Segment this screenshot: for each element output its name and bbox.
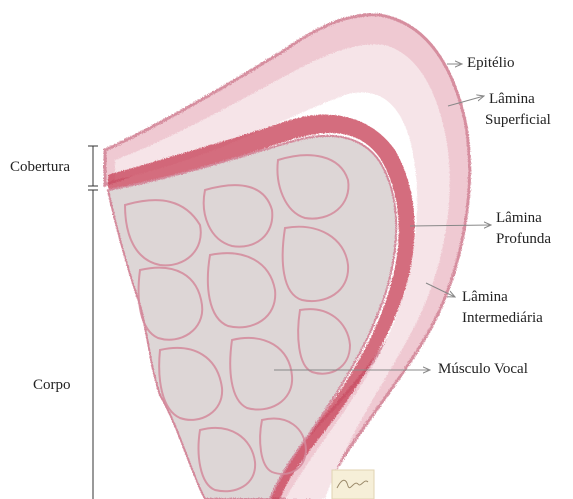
corpo-label: Corpo <box>33 376 71 395</box>
musculo-vocal-label: Músculo Vocal <box>438 360 528 379</box>
signature-watermark <box>332 470 374 499</box>
lamina-intermediaria-label-line2: Intermediária <box>462 309 543 328</box>
cobertura-label: Cobertura <box>10 158 70 177</box>
lamina-intermediaria-label-line1: Lâmina <box>462 288 508 307</box>
epitelio-label: Epitélio <box>467 54 515 73</box>
lamina-profunda-label-line1: Lâmina <box>496 209 542 228</box>
brackets <box>88 146 98 499</box>
lamina-superficial-label-line1: Lâmina <box>489 90 535 109</box>
lamina-superficial-label-line2: Superficial <box>485 111 551 130</box>
lamina-profunda-label-line2: Profunda <box>496 230 551 249</box>
